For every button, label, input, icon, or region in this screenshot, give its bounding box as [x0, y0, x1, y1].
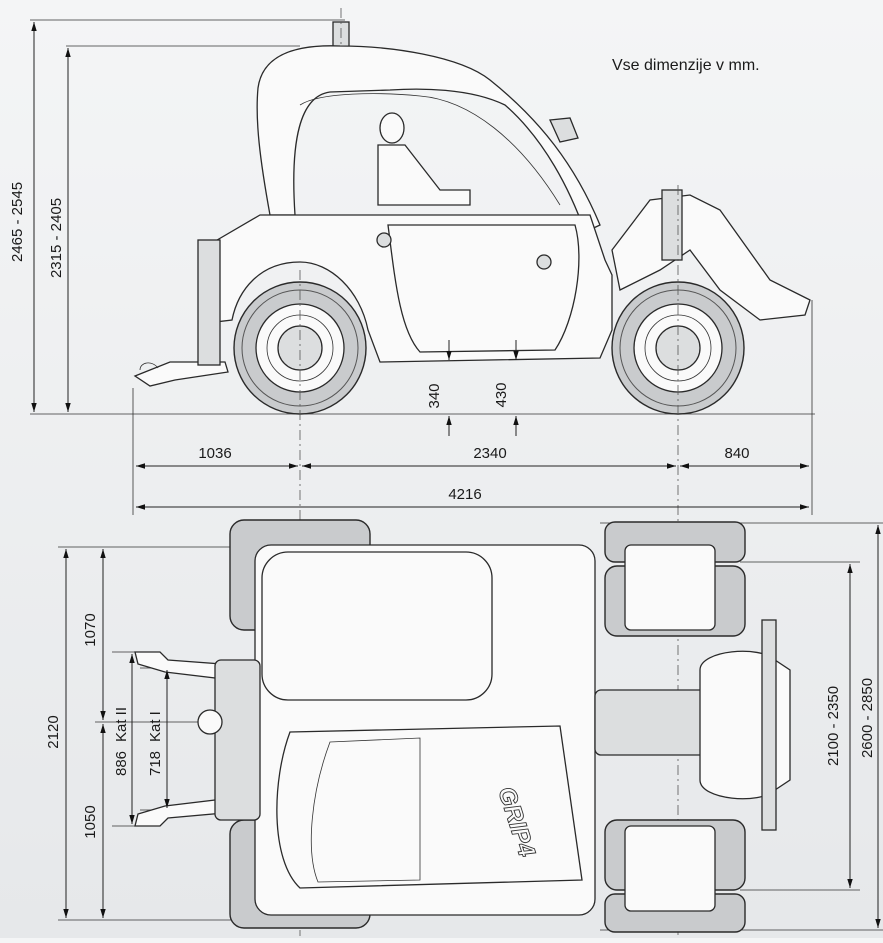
side-mirror [549, 117, 579, 143]
cab-window [310, 737, 421, 883]
body-bolt [376, 232, 392, 248]
units-note: Vse dimenzije v mm. [612, 57, 760, 74]
rear-lift-bar [761, 619, 777, 831]
max-width-label: 2600 - 2850 [859, 678, 876, 758]
hitch-hook [139, 362, 159, 371]
rear-right-hub [624, 825, 716, 912]
hitch-cat2-label-group: 886 Kat II [113, 707, 130, 776]
engine-cover [387, 224, 580, 353]
rear-left-hub [624, 544, 716, 631]
front-overhang-label: 1036 [198, 445, 231, 462]
front-hitch [133, 361, 229, 387]
rear-overhang-label: 840 [724, 445, 749, 462]
left-half-label: 1070 [82, 613, 99, 646]
cab-height-label: 2315 - 2405 [48, 198, 65, 278]
overall-height-label: 2465 - 2545 [9, 182, 26, 262]
engine-hood [261, 551, 493, 701]
hitch-cat1-label: Kat I [147, 711, 164, 742]
top-view: GRIP4 2120 1070 1050 886 Kat II 718 Kat … [45, 519, 883, 933]
hitch-cat2-value: 886 [113, 751, 130, 776]
cab-window-line [299, 93, 561, 206]
side-view: 2465 - 2545 2315 - 2405 [9, 8, 815, 936]
body-bolt [536, 254, 552, 270]
track-width-label: 2100 - 2350 [825, 686, 842, 766]
front-wheel [233, 281, 367, 415]
wheelbase-label: 2340 [473, 445, 506, 462]
front-frame [197, 239, 221, 366]
hitch-cat1-value: 718 [147, 751, 164, 776]
driver-seat [377, 144, 471, 206]
clearance-1-label: 340 [426, 383, 443, 408]
cab-roof [276, 725, 583, 889]
overall-width-label: 2120 [45, 715, 62, 748]
rear-cylinder [661, 189, 683, 261]
hitch-cat2-label: Kat II [113, 707, 130, 742]
hitch-cat1-label-group: 718 Kat I [147, 711, 164, 776]
overall-length-label: 4216 [448, 486, 481, 503]
front-hitch-frame [214, 659, 261, 821]
cab-frame [256, 45, 601, 233]
clearance-2-label: 430 [493, 382, 510, 407]
right-half-label: 1050 [82, 805, 99, 838]
driver-head [379, 112, 405, 144]
front-pto [197, 709, 223, 735]
